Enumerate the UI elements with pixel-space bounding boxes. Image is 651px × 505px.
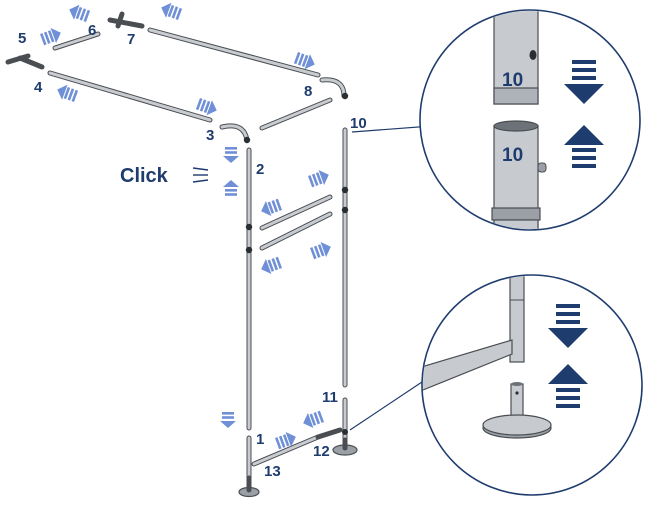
main-frame <box>5 11 358 498</box>
label-1: 1 <box>256 431 264 448</box>
zoom-label-upper: 10 <box>502 70 523 91</box>
label-12: 12 <box>313 443 330 460</box>
label-2: 2 <box>256 161 264 178</box>
label-6: 6 <box>88 22 96 39</box>
zoom-detail-foot-joint <box>349 274 643 496</box>
up-arrow-icon <box>564 125 604 168</box>
label-4: 4 <box>34 79 43 96</box>
label-8: 8 <box>304 83 312 100</box>
zoom-label-lower: 10 <box>502 145 523 166</box>
label-5: 5 <box>18 30 26 47</box>
click-label: Click <box>120 165 169 187</box>
down-arrow-icon <box>548 304 588 348</box>
label-3: 3 <box>206 127 214 144</box>
up-arrow-icon <box>548 364 588 408</box>
click-indicator-icon <box>192 167 209 183</box>
zoom-detail-post-joint: 10 10 <box>351 9 641 231</box>
down-arrow-icon <box>564 60 604 104</box>
label-11: 11 <box>322 389 338 406</box>
up-arrow-icon <box>223 180 239 196</box>
label-13: 13 <box>264 463 281 480</box>
label-10: 10 <box>350 115 367 132</box>
label-7: 7 <box>127 31 135 48</box>
